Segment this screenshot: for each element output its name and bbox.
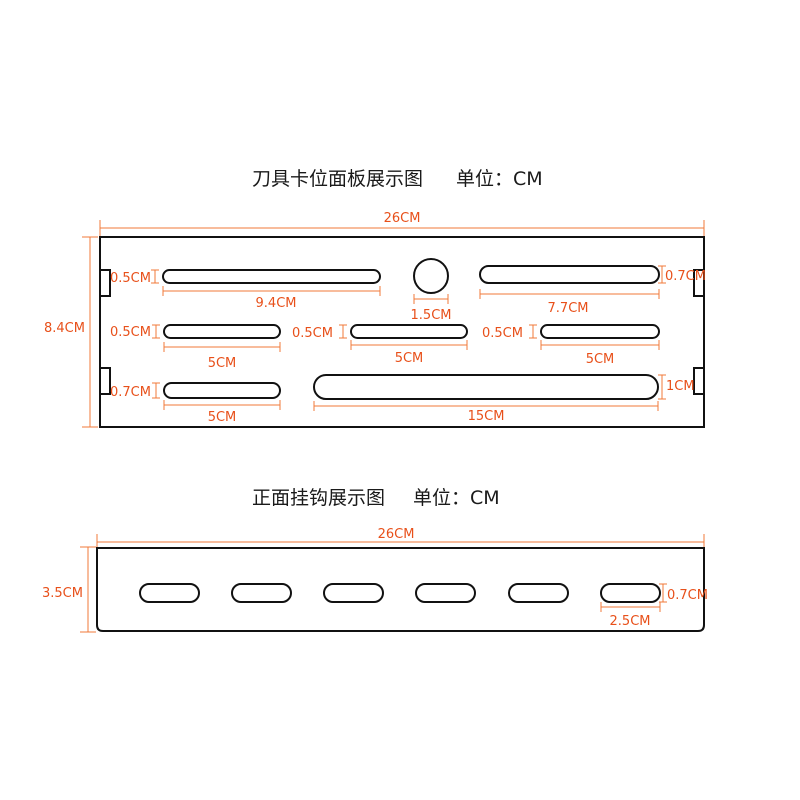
slot-7-width-label: 15CM — [468, 409, 505, 424]
hook-outline — [96, 547, 705, 632]
slot-shape — [163, 324, 281, 339]
slot-shape — [479, 265, 660, 284]
circle-hole-shape — [413, 258, 449, 294]
panel-slot-5: 0.5CM 5CM — [482, 324, 660, 367]
slot-1-width-label: 9.4CM — [256, 296, 297, 311]
panel-slot-2: 0.7CM 7.7CM — [479, 265, 706, 316]
panel-slot-6: 0.7CM 5CM — [110, 382, 281, 425]
slot-1-height-label: 0.5CM — [110, 271, 151, 286]
panel-height-label: 8.4CM — [44, 321, 85, 336]
hook-width-label: 26CM — [378, 527, 415, 542]
panel-unit-label: 单位：CM — [456, 168, 543, 190]
panel-diagram: 刀具卡位面板展示图 单位：CM 26CM 8.4CM 0 — [44, 168, 706, 428]
panel-width-label: 26CM — [384, 211, 421, 226]
hook-slot-3 — [323, 583, 384, 603]
slot-3-width-label: 5CM — [208, 356, 237, 371]
hook-slot-4 — [415, 583, 476, 603]
hook-slot-2 — [231, 583, 292, 603]
hook-slot-dimensions: 0.7CM 2.5CM — [600, 583, 708, 629]
panel-title: 刀具卡位面板展示图 — [252, 168, 423, 190]
slot-6-height-label: 0.7CM — [110, 385, 151, 400]
slot-7-height-label: 1CM — [666, 379, 695, 394]
slot-shape — [350, 324, 468, 339]
slot-shape — [163, 382, 281, 399]
panel-width-dimension: 26CM — [99, 211, 705, 236]
slot-shape — [162, 269, 381, 284]
slot-shape — [540, 324, 660, 339]
panel-slot-7: 1CM 15CM — [313, 374, 695, 424]
slot-6-width-label: 5CM — [208, 410, 237, 425]
hook-width-dimension: 26CM — [96, 527, 705, 550]
panel-slot-3: 0.5CM 5CM — [110, 324, 281, 371]
hook-title: 正面挂钩展示图 — [252, 487, 385, 509]
panel-tab-left-top — [99, 269, 111, 297]
circle-diameter-label: 1.5CM — [411, 308, 452, 323]
hook-unit-label: 单位：CM — [413, 487, 500, 509]
slot-5-height-label: 0.5CM — [482, 326, 523, 341]
slot-4-height-label: 0.5CM — [292, 326, 333, 341]
panel-tab-left-bottom — [99, 367, 111, 395]
hook-slot-6 — [600, 583, 661, 603]
hook-slot-5 — [508, 583, 569, 603]
hook-slot-height-label: 0.7CM — [667, 588, 708, 603]
panel-height-dimension: 8.4CM — [44, 236, 98, 428]
hook-diagram: 正面挂钩展示图 单位：CM 26CM 3.5CM — [42, 487, 708, 633]
panel-tab-right-bottom — [693, 367, 705, 395]
slot-4-width-label: 5CM — [395, 351, 424, 366]
hook-slot-1 — [139, 583, 200, 603]
hook-slot-width-label: 2.5CM — [610, 614, 651, 629]
slot-shape — [313, 374, 659, 400]
slot-2-height-label: 0.7CM — [665, 269, 706, 284]
slot-3-height-label: 0.5CM — [110, 325, 151, 340]
slot-5-width-label: 5CM — [586, 352, 615, 367]
hook-height-dimension: 3.5CM — [42, 546, 96, 633]
slot-2-width-label: 7.7CM — [548, 301, 589, 316]
panel-circle-hole: 1.5CM — [411, 258, 452, 323]
panel-tab-right-top — [693, 269, 705, 297]
panel-slot-4: 0.5CM 5CM — [292, 324, 468, 366]
hook-height-label: 3.5CM — [42, 586, 83, 601]
panel-slot-1: 0.5CM 9.4CM — [110, 269, 381, 311]
